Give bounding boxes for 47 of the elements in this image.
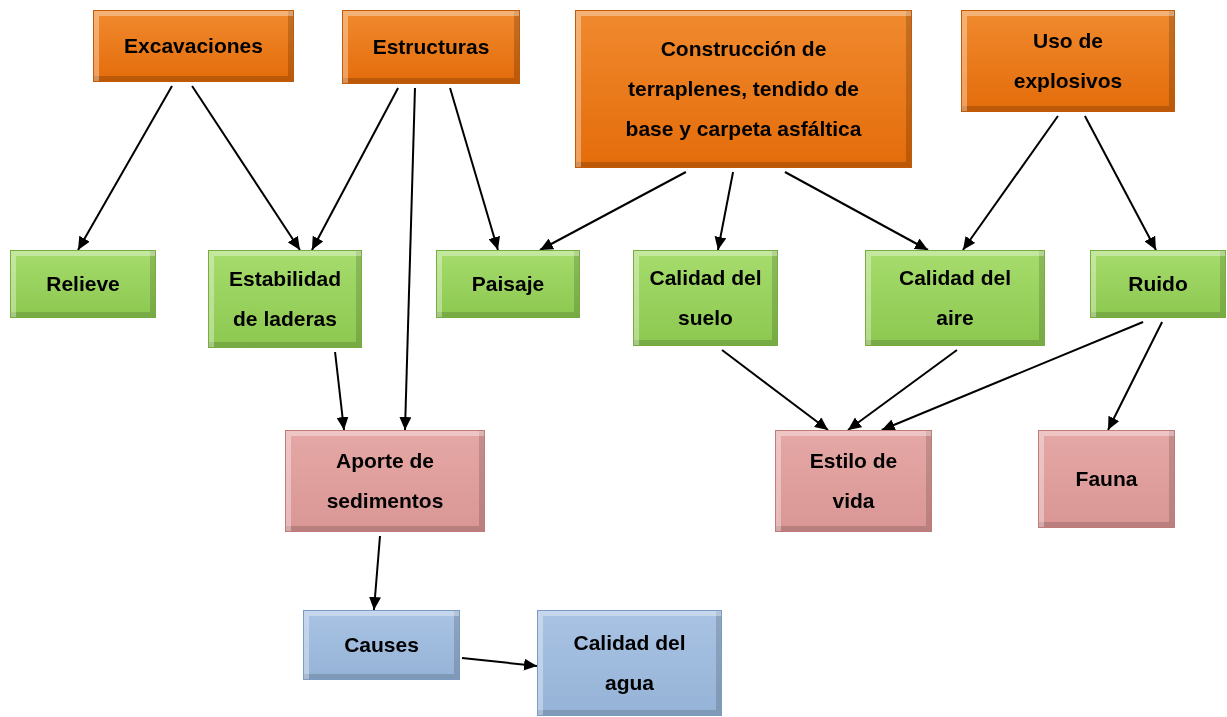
process-box	[303, 610, 460, 680]
arrow	[961, 115, 1059, 251]
arrow	[334, 351, 349, 431]
arrow	[783, 171, 929, 251]
process-box	[575, 10, 912, 168]
arrow	[1083, 115, 1157, 251]
arrow	[1107, 321, 1164, 431]
box-label: Estabilidad de laderas	[228, 266, 342, 332]
process-box	[865, 250, 1045, 346]
process-box	[633, 250, 778, 346]
box-label: Paisaje	[471, 271, 545, 298]
box-label: Fauna	[1075, 466, 1138, 493]
arrow	[449, 87, 500, 251]
arrow	[310, 87, 400, 251]
process-box	[961, 10, 1175, 112]
process-box	[285, 430, 485, 532]
box-label: Uso de explosivos	[1012, 28, 1124, 94]
box-label: Aporte de sedimentos	[325, 448, 445, 514]
box-label: Excavaciones	[124, 33, 263, 60]
arrow	[714, 171, 735, 251]
arrow	[369, 535, 381, 611]
box-label: Calidad del aire	[898, 265, 1012, 331]
arrow	[847, 349, 958, 431]
box-label: Estructuras	[372, 34, 490, 61]
arrow	[399, 87, 416, 431]
process-box	[775, 430, 932, 532]
process-box	[537, 610, 722, 716]
process-box	[208, 250, 362, 348]
process-box	[436, 250, 580, 318]
arrow	[721, 349, 830, 431]
process-box	[10, 250, 156, 318]
box-label: Relieve	[46, 271, 120, 298]
box-label: Estilo de vida	[808, 448, 899, 514]
arrow	[538, 171, 687, 251]
process-box	[1090, 250, 1226, 318]
process-box	[342, 10, 520, 84]
arrow	[880, 321, 1145, 431]
box-label: Ruido	[1128, 271, 1188, 298]
arrow	[77, 85, 173, 251]
box-label: Causes	[344, 632, 419, 659]
arrow	[191, 85, 301, 251]
process-box	[93, 10, 294, 82]
box-label: Calidad del suelo	[648, 265, 763, 331]
box-label: Calidad del agua	[572, 630, 687, 696]
process-box	[1038, 430, 1175, 528]
arrow	[461, 657, 538, 671]
box-label: Construcción de terraplenes, tendido de base y carpeta asfáltica	[624, 36, 863, 142]
